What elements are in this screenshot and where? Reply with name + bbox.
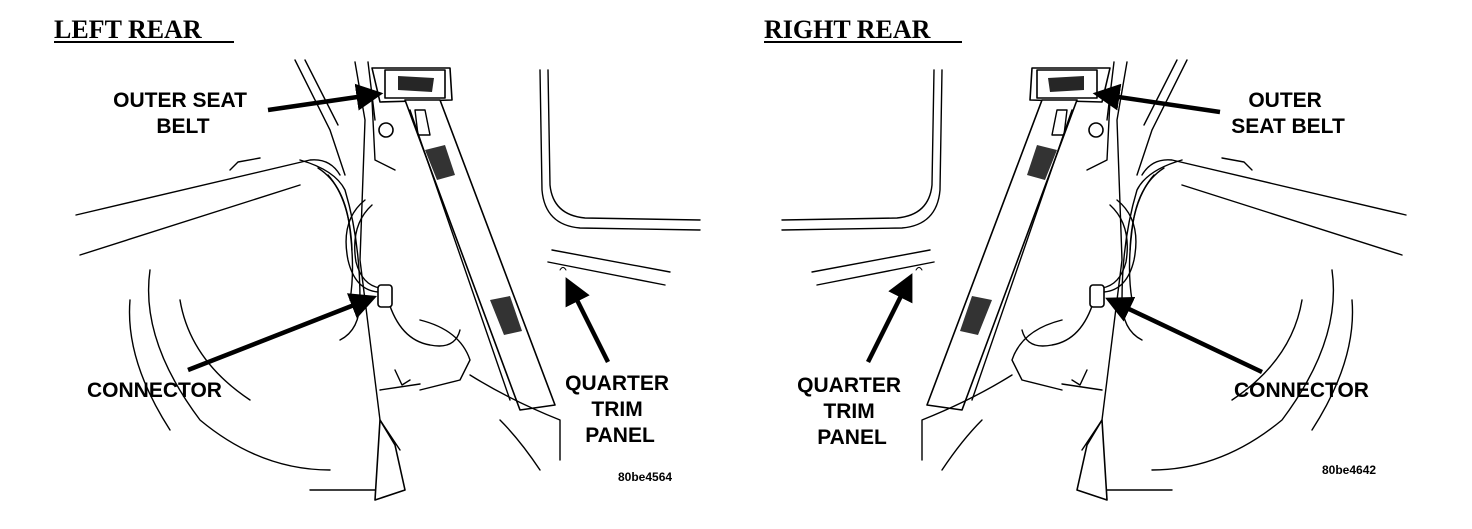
callout-line: QUARTER bbox=[565, 372, 669, 395]
arrow-icon bbox=[565, 277, 611, 364]
callout-line: CONNECTOR bbox=[87, 379, 222, 402]
figure-id: 80be4642 bbox=[1322, 463, 1376, 477]
panel-left-rear: LEFT REAR bbox=[54, 15, 701, 501]
callout-connector: CONNECTOR bbox=[87, 293, 378, 402]
callout-connector: CONNECTOR bbox=[1105, 297, 1369, 402]
callout-quarter-trim-panel: QUARTER TRIM PANEL bbox=[565, 277, 675, 447]
left-rear-illustration bbox=[75, 59, 701, 501]
svg-text:QUARTER TRIM P: QUARTER TRIM PANEL bbox=[797, 374, 907, 449]
callout-line: SEAT BELT bbox=[1231, 115, 1345, 138]
callout-outer-seat-belt: OUTER SEAT BELT bbox=[1092, 83, 1345, 138]
callout-line: QUARTER bbox=[797, 374, 901, 397]
panel-title: LEFT REAR bbox=[54, 15, 202, 44]
callout-line: OUTER bbox=[1248, 89, 1322, 112]
callout-line: CONNECTOR bbox=[1234, 379, 1369, 402]
callout-line: TRIM bbox=[823, 400, 874, 423]
callout-line: PANEL bbox=[817, 426, 887, 449]
svg-text:OUTER SEAT BELT: OUTER SEAT BELT bbox=[113, 89, 253, 138]
arrow-icon bbox=[1105, 297, 1263, 375]
callout-line: OUTER SEAT bbox=[113, 89, 247, 112]
callout-line: BELT bbox=[156, 115, 209, 138]
svg-text:QUARTER TRIM P: QUARTER TRIM PANEL bbox=[565, 372, 675, 447]
svg-text:OUTER SEAT BELT: OUTER SEAT BELT bbox=[1231, 89, 1345, 138]
arrow-icon bbox=[187, 293, 378, 373]
callout-line: PANEL bbox=[585, 424, 655, 447]
arrow-icon bbox=[1092, 83, 1221, 115]
callout-quarter-trim-panel: QUARTER TRIM PANEL bbox=[797, 273, 913, 449]
arrow-icon bbox=[267, 83, 384, 113]
callout-outer-seat-belt: OUTER SEAT BELT bbox=[113, 83, 384, 138]
right-rear-illustration bbox=[781, 59, 1407, 501]
panel-title: RIGHT REAR bbox=[764, 15, 931, 44]
panel-right-rear: RIGHT REAR bbox=[764, 15, 1407, 501]
arrow-icon bbox=[865, 273, 913, 364]
figure-id: 80be4564 bbox=[618, 470, 672, 484]
callout-line: TRIM bbox=[591, 398, 642, 421]
